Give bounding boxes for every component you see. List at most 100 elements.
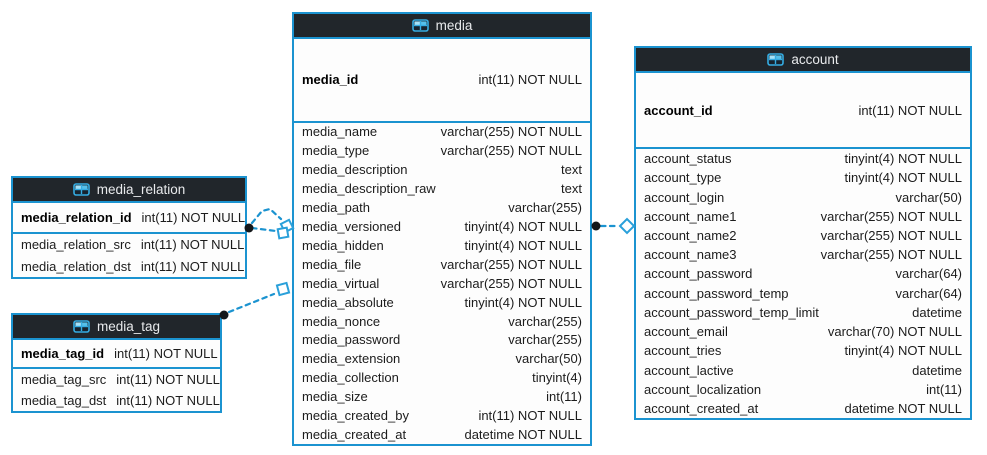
field-row[interactable]: media_path varchar(255) bbox=[294, 198, 590, 217]
field-row[interactable]: media_tag_dst int(11) NOT NULL bbox=[13, 390, 220, 411]
column-type: varchar(50) bbox=[895, 189, 962, 205]
column-name: media_path bbox=[302, 200, 370, 216]
table-title: media bbox=[435, 18, 473, 33]
column-type: int(11) NOT NULL bbox=[478, 408, 582, 424]
field-row[interactable]: account_password_temp_limit datetime bbox=[636, 303, 970, 322]
connector-dot-media bbox=[591, 221, 601, 231]
column-name: media_virtual bbox=[302, 275, 380, 291]
column-type: varchar(255) NOT NULL bbox=[820, 227, 962, 243]
column-type: int(11) NOT NULL bbox=[141, 209, 246, 225]
field-row[interactable]: media_size int(11) bbox=[294, 387, 590, 406]
field-list: account_status tinyint(4) NOT NULL accou… bbox=[636, 149, 970, 418]
column-type: tinyint(4) NOT NULL bbox=[844, 151, 962, 167]
field-row[interactable]: media_password varchar(255) bbox=[294, 330, 590, 349]
field-row[interactable]: media_relation_src int(11) NOT NULL bbox=[13, 234, 245, 256]
field-row[interactable]: media_created_at datetime NOT NULL bbox=[294, 425, 590, 444]
pk-row[interactable]: media_tag_id int(11) NOT NULL bbox=[13, 340, 220, 369]
table-icon bbox=[72, 183, 90, 196]
column-name: media_tag_id bbox=[21, 346, 105, 361]
column-type: varchar(255) NOT NULL bbox=[440, 143, 582, 159]
field-row[interactable]: account_email varchar(70) NOT NULL bbox=[636, 322, 970, 341]
field-row[interactable]: media_description_raw text bbox=[294, 179, 590, 198]
column-type: tinyint(4) NOT NULL bbox=[464, 294, 582, 310]
field-row[interactable]: media_description text bbox=[294, 160, 590, 179]
field-list: media_tag_src int(11) NOT NULL media_tag… bbox=[13, 369, 220, 411]
column-type: text bbox=[561, 162, 582, 178]
table-media[interactable]: media media_id int(11) NOT NULL media_na… bbox=[292, 12, 592, 446]
column-type: int(11) NOT NULL bbox=[858, 102, 962, 118]
table-media-tag[interactable]: media_tag media_tag_id int(11) NOT NULL … bbox=[11, 313, 222, 413]
field-row[interactable]: media_collection tinyint(4) bbox=[294, 368, 590, 387]
column-name: media_id bbox=[302, 72, 359, 88]
field-row[interactable]: media_name varchar(255) NOT NULL bbox=[294, 123, 590, 142]
column-type: int(11) bbox=[926, 381, 962, 397]
field-row[interactable]: account_lactive datetime bbox=[636, 360, 970, 379]
table-media-relation-header[interactable]: media_relation bbox=[13, 178, 245, 203]
column-type: tinyint(4) NOT NULL bbox=[464, 218, 582, 234]
column-type: int(11) bbox=[546, 389, 582, 405]
column-name: media_nonce bbox=[302, 313, 381, 329]
field-row[interactable]: account_name2 varchar(255) NOT NULL bbox=[636, 226, 970, 245]
field-list: media_name varchar(255) NOT NULL media_t… bbox=[294, 123, 590, 445]
column-type: varchar(50) bbox=[515, 351, 582, 367]
field-row[interactable]: media_created_by int(11) NOT NULL bbox=[294, 406, 590, 425]
field-list: media_relation_src int(11) NOT NULL medi… bbox=[13, 234, 245, 278]
field-row[interactable]: account_name1 varchar(255) NOT NULL bbox=[636, 207, 970, 226]
column-name: media_created_at bbox=[302, 426, 407, 442]
table-account[interactable]: account account_id int(11) NOT NULL acco… bbox=[634, 46, 972, 420]
column-type: varchar(64) bbox=[895, 285, 962, 301]
table-icon bbox=[411, 19, 429, 32]
column-name: media_size bbox=[302, 389, 368, 405]
pk-row[interactable]: media_id int(11) NOT NULL bbox=[294, 39, 590, 123]
table-media-tag-header[interactable]: media_tag bbox=[13, 315, 220, 340]
column-type: varchar(255) NOT NULL bbox=[820, 247, 962, 263]
field-row[interactable]: media_relation_dst int(11) NOT NULL bbox=[13, 255, 245, 277]
column-type: int(11) NOT NULL bbox=[140, 258, 245, 274]
column-name: media_versioned bbox=[302, 218, 402, 234]
column-type: tinyint(4) NOT NULL bbox=[844, 170, 962, 186]
field-row[interactable]: account_created_at datetime NOT NULL bbox=[636, 399, 970, 418]
column-name: media_password bbox=[302, 332, 401, 348]
field-row[interactable]: media_virtual varchar(255) NOT NULL bbox=[294, 274, 590, 293]
column-name: account_type bbox=[644, 170, 722, 186]
column-name: account_password_temp bbox=[644, 285, 789, 301]
field-row[interactable]: media_extension varchar(50) bbox=[294, 349, 590, 368]
column-name: media_hidden bbox=[302, 237, 384, 253]
field-row[interactable]: media_nonce varchar(255) bbox=[294, 312, 590, 331]
field-row[interactable]: account_password_temp varchar(64) bbox=[636, 284, 970, 303]
field-row[interactable]: media_versioned tinyint(4) NOT NULL bbox=[294, 217, 590, 236]
field-row[interactable]: account_type tinyint(4) NOT NULL bbox=[636, 168, 970, 187]
pk-row[interactable]: account_id int(11) NOT NULL bbox=[636, 73, 970, 149]
column-name: media_relation_dst bbox=[21, 258, 131, 274]
column-type: varchar(64) bbox=[895, 266, 962, 282]
field-row[interactable]: account_login varchar(50) bbox=[636, 187, 970, 206]
field-row[interactable]: media_file varchar(255) NOT NULL bbox=[294, 255, 590, 274]
column-name: account_tries bbox=[644, 343, 722, 359]
connector-media-relation-media-2 bbox=[250, 207, 283, 225]
column-name: media_created_by bbox=[302, 408, 409, 424]
column-name: media_description_raw bbox=[302, 181, 436, 197]
column-name: account_id bbox=[644, 102, 713, 118]
field-row[interactable]: media_absolute tinyint(4) NOT NULL bbox=[294, 293, 590, 312]
column-type: varchar(255) bbox=[508, 313, 582, 329]
column-type: varchar(255) NOT NULL bbox=[440, 124, 582, 140]
field-row[interactable]: account_localization int(11) bbox=[636, 380, 970, 399]
table-media-header[interactable]: media bbox=[294, 14, 590, 39]
column-name: account_email bbox=[644, 324, 728, 340]
column-type: int(11) NOT NULL bbox=[114, 346, 218, 361]
pk-row[interactable]: media_relation_id int(11) NOT NULL bbox=[13, 203, 245, 234]
column-name: media_tag_src bbox=[21, 372, 107, 387]
field-row[interactable]: media_hidden tinyint(4) NOT NULL bbox=[294, 236, 590, 255]
column-type: tinyint(4) bbox=[532, 370, 582, 386]
table-media-relation[interactable]: media_relation media_relation_id int(11)… bbox=[11, 176, 247, 279]
connector-diamond-account bbox=[618, 217, 636, 235]
table-account-header[interactable]: account bbox=[636, 48, 970, 73]
column-type: int(11) NOT NULL bbox=[478, 72, 582, 88]
field-row[interactable]: account_tries tinyint(4) NOT NULL bbox=[636, 341, 970, 360]
field-row[interactable]: account_name3 varchar(255) NOT NULL bbox=[636, 245, 970, 264]
field-row[interactable]: account_password varchar(64) bbox=[636, 264, 970, 283]
field-row[interactable]: account_status tinyint(4) NOT NULL bbox=[636, 149, 970, 168]
field-row[interactable]: media_tag_src int(11) NOT NULL bbox=[13, 369, 220, 390]
field-row[interactable]: media_type varchar(255) NOT NULL bbox=[294, 141, 590, 160]
